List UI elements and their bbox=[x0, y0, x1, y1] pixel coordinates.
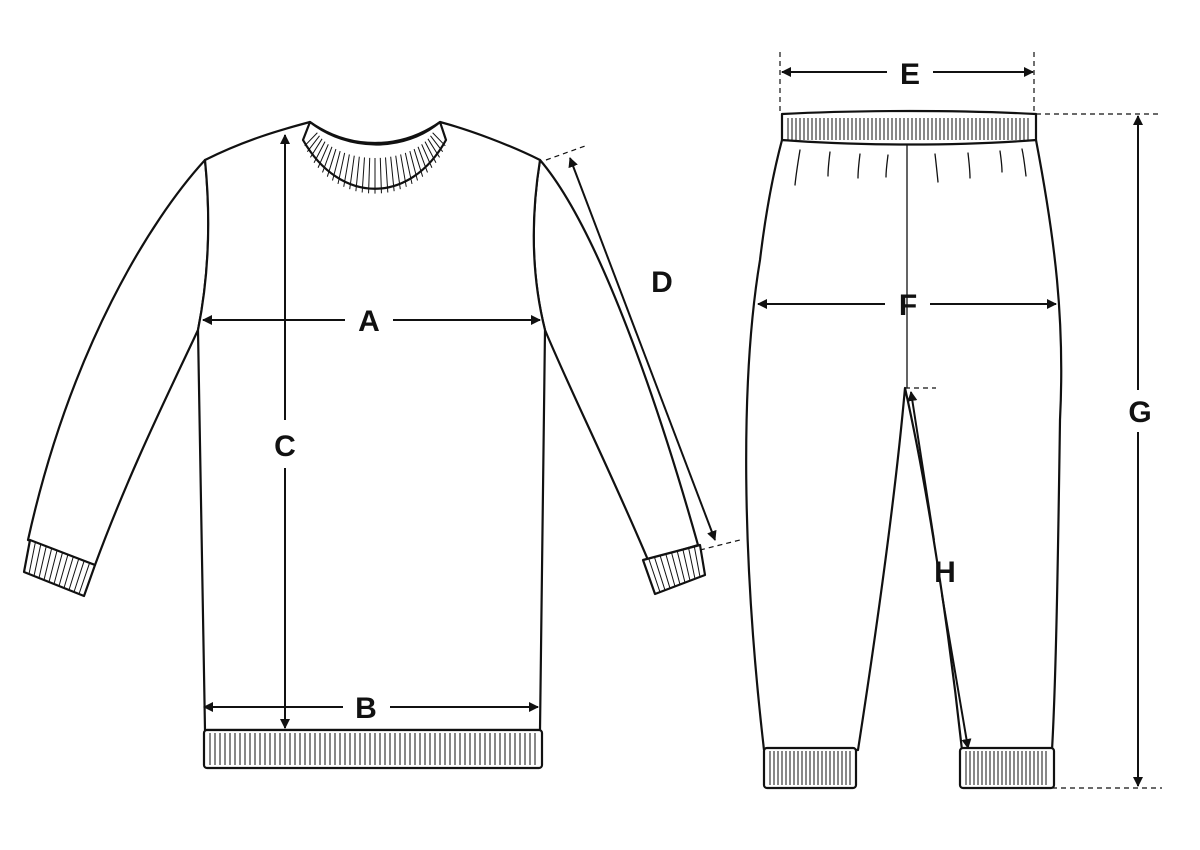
dimension-d-dash-top bbox=[545, 145, 586, 161]
label-b: B bbox=[355, 692, 377, 725]
sweatshirt-left-cuff bbox=[22, 538, 97, 598]
dimension-lines bbox=[202, 52, 1162, 789]
sweatshirt-right-sleeve bbox=[532, 158, 700, 562]
label-f: F bbox=[899, 289, 917, 322]
dimension-h-line-bottom bbox=[941, 594, 972, 749]
sweatshirt-hem-rib bbox=[202, 728, 544, 770]
label-a: A bbox=[358, 305, 380, 338]
label-h: H bbox=[934, 556, 956, 589]
pants-outline bbox=[745, 138, 1063, 752]
pants-waistband bbox=[780, 109, 1038, 146]
sweatshirt-illustration bbox=[22, 120, 707, 770]
dimension-h-line-top bbox=[907, 391, 935, 541]
pants-right-cuff bbox=[958, 746, 1056, 790]
label-e: E bbox=[900, 58, 920, 91]
sweatshirt-body bbox=[196, 120, 547, 732]
pants-waist-gathers bbox=[794, 148, 1027, 186]
dimension-d-dash-bottom bbox=[699, 539, 741, 551]
pants-illustration bbox=[745, 109, 1063, 790]
pants-left-cuff bbox=[762, 746, 858, 790]
label-g: G bbox=[1128, 396, 1151, 429]
dimension-d-line bbox=[568, 157, 717, 541]
sweatshirt-collar-rib bbox=[301, 120, 448, 194]
sweatshirt-right-cuff bbox=[641, 543, 707, 596]
label-c: C bbox=[274, 430, 296, 463]
sweatshirt-left-sleeve bbox=[26, 158, 210, 567]
dimension-labels: A B C D E F G H bbox=[274, 58, 1152, 725]
label-d: D bbox=[651, 266, 673, 299]
